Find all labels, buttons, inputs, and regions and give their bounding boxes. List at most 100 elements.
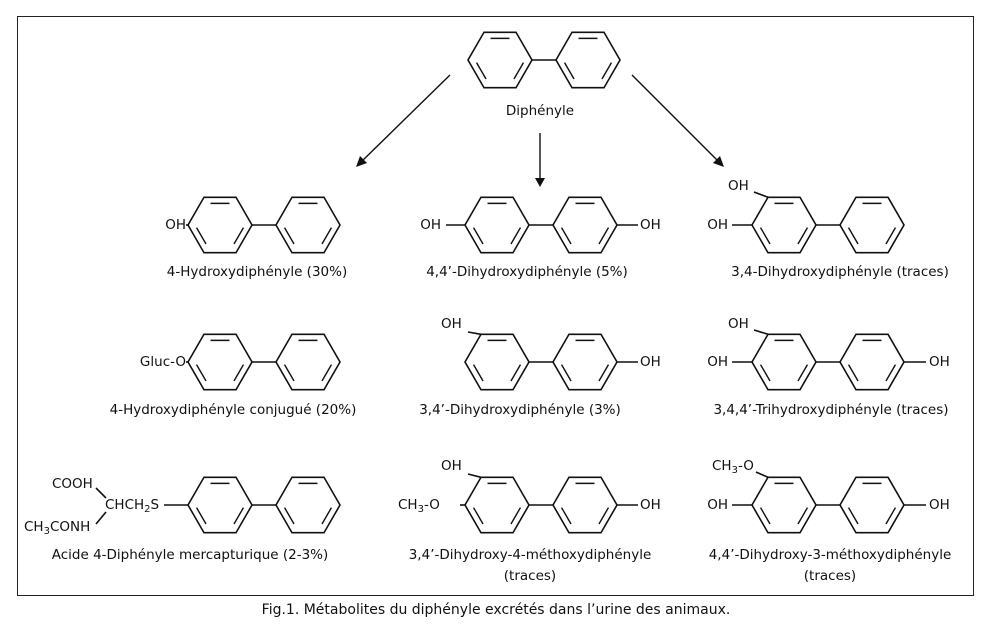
structure-bonds xyxy=(95,31,926,534)
compound-5-o-bond xyxy=(467,331,482,336)
compound-3-ring-a-double-bond xyxy=(759,227,771,245)
compound-5-ring-b xyxy=(552,333,618,391)
parent-label: Diphényle xyxy=(506,103,574,119)
compound-4-ring-a-double-bond xyxy=(195,364,207,382)
compound-4-ring-b-double-bond xyxy=(321,364,333,382)
arrow-right xyxy=(631,74,721,164)
compound-name-8: 3,4’-Dihydroxy-4-méthoxydiphényle xyxy=(409,547,652,563)
oh-label: OH xyxy=(707,354,728,370)
compound-name-7: Acide 4-Diphényle mercapturique (2-3%) xyxy=(52,547,329,563)
compound-name-1: 4-Hydroxydiphényle (30%) xyxy=(167,264,347,280)
compound-6-ring-b xyxy=(839,333,905,391)
oh-label: OH xyxy=(707,217,728,233)
compound-3-ring-b-double-bond xyxy=(847,227,859,245)
compound-3-ring-b-double-bond xyxy=(885,227,897,245)
compound-2-ring-b-double-bond xyxy=(560,227,572,245)
compound-6-ring-a-double-bond xyxy=(759,364,771,382)
compound-9-ring-a xyxy=(751,476,817,534)
compound-7-ring-a xyxy=(187,476,253,534)
compound-6-ring-a xyxy=(751,333,817,391)
compound-9-ring-b-double-bond xyxy=(885,507,897,525)
compound-7-n-bond xyxy=(95,511,107,525)
compound-9-o-bond xyxy=(755,471,769,479)
compound-3-ring-a-double-bond xyxy=(797,227,809,245)
compound-9-ring-a-double-bond xyxy=(797,507,809,525)
compound-8-ring-b xyxy=(552,476,618,534)
compound-name-5: 3,4’-Dihydroxydiphényle (3%) xyxy=(419,402,621,418)
compound-4-ring-a xyxy=(187,333,253,391)
compound-7-ring-a-double-bond xyxy=(195,507,207,525)
arrows xyxy=(356,74,724,187)
compound-4-ring-b-double-bond xyxy=(283,364,295,382)
compound-4-ring-b xyxy=(275,333,341,391)
parent-ring-a xyxy=(467,31,533,89)
compound-2-ring-a-double-bond xyxy=(472,227,484,245)
oh-label: OH xyxy=(728,316,749,332)
oh-label: OH xyxy=(640,217,661,233)
compound-6-ring-b-double-bond xyxy=(885,364,897,382)
oh-label: OH xyxy=(441,316,462,332)
oh-label: OH xyxy=(640,354,661,370)
methoxy-label: CH3-O xyxy=(712,458,754,476)
gluc-label: Gluc-O xyxy=(140,354,186,370)
parent-ring-b-double-bond xyxy=(601,62,613,80)
compound-8-ring-b-double-bond xyxy=(560,507,572,525)
compound-9-ring-a-double-bond xyxy=(759,507,771,525)
compound-9-ring-b-double-bond xyxy=(847,507,859,525)
oh-label: OH xyxy=(929,497,950,513)
acetylamino-label: CH3CONH xyxy=(24,519,90,537)
compound-5-ring-b-double-bond xyxy=(560,364,572,382)
compound-9-ring-b xyxy=(839,476,905,534)
compound-name-9-line2: (traces) xyxy=(804,568,856,584)
compound-name-9: 4,4’-Dihydroxy-3-méthoxydiphényle xyxy=(709,547,952,563)
compound-2-ring-b xyxy=(552,196,618,254)
parent-ring-a-double-bond xyxy=(475,62,487,80)
compound-2-ring-a xyxy=(464,196,530,254)
compound-1-ring-a-double-bond xyxy=(195,227,207,245)
compound-7-ring-b xyxy=(275,476,341,534)
oh-label: OH xyxy=(728,178,749,194)
compound-1-ring-b-double-bond xyxy=(321,227,333,245)
arrow-center-head xyxy=(535,178,545,187)
compound-5-ring-a-double-bond xyxy=(472,364,484,382)
compound-1-ring-b xyxy=(275,196,341,254)
compound-2-ring-b-double-bond xyxy=(598,227,610,245)
arrow-left xyxy=(359,74,451,164)
compound-8-ring-b-double-bond xyxy=(598,507,610,525)
compound-4-ring-a-double-bond xyxy=(233,364,245,382)
oh-label: OH xyxy=(420,217,441,233)
parent-ring-a-double-bond xyxy=(513,62,525,80)
compound-1-ring-b-double-bond xyxy=(283,227,295,245)
methoxy-label: CH3-O xyxy=(398,497,440,515)
oh-label: OH xyxy=(707,497,728,513)
compound-3-ring-b xyxy=(839,196,905,254)
compound-8-o-bond xyxy=(467,473,482,479)
compound-6-ring-a-double-bond xyxy=(797,364,809,382)
oh-label: OH xyxy=(441,458,462,474)
compound-name-4: 4-Hydroxydiphényle conjugué (20%) xyxy=(110,402,357,418)
metabolite-diagram: Diphényle OH 4-Hydroxydiphényle (30%) OH… xyxy=(24,31,952,584)
compound-7-c-bond xyxy=(95,487,107,499)
compound-name-3: 3,4-Dihydroxydiphényle (traces) xyxy=(731,264,949,280)
parent-ring-b xyxy=(555,31,621,89)
compound-name-6: 3,4,4’-Trihydroxydiphényle (traces) xyxy=(713,402,948,418)
compound-3-ring-a xyxy=(751,196,817,254)
compound-8-ring-a xyxy=(464,476,530,534)
compound-5-ring-a xyxy=(464,333,530,391)
compound-1-ring-a xyxy=(187,196,253,254)
compound-5-ring-a-double-bond xyxy=(510,364,522,382)
arrow-right-head xyxy=(713,156,724,167)
compound-6-ring-b-double-bond xyxy=(847,364,859,382)
oh-label: OH xyxy=(929,354,950,370)
compound-6-o-bond xyxy=(753,329,769,336)
figure-caption: Fig.1. Métabolites du diphényle excrétés… xyxy=(261,602,731,618)
parent-ring-b-double-bond xyxy=(563,62,575,80)
compound-2-ring-a-double-bond xyxy=(510,227,522,245)
compound-8-ring-a-double-bond xyxy=(472,507,484,525)
compound-3-o-bond xyxy=(753,191,769,199)
compound-name-2: 4,4’-Dihydroxydiphényle (5%) xyxy=(426,264,628,280)
compound-1-ring-a-double-bond xyxy=(233,227,245,245)
oh-label: OH xyxy=(165,217,186,233)
arrow-left-head xyxy=(356,156,367,167)
compound-8-ring-a-double-bond xyxy=(510,507,522,525)
